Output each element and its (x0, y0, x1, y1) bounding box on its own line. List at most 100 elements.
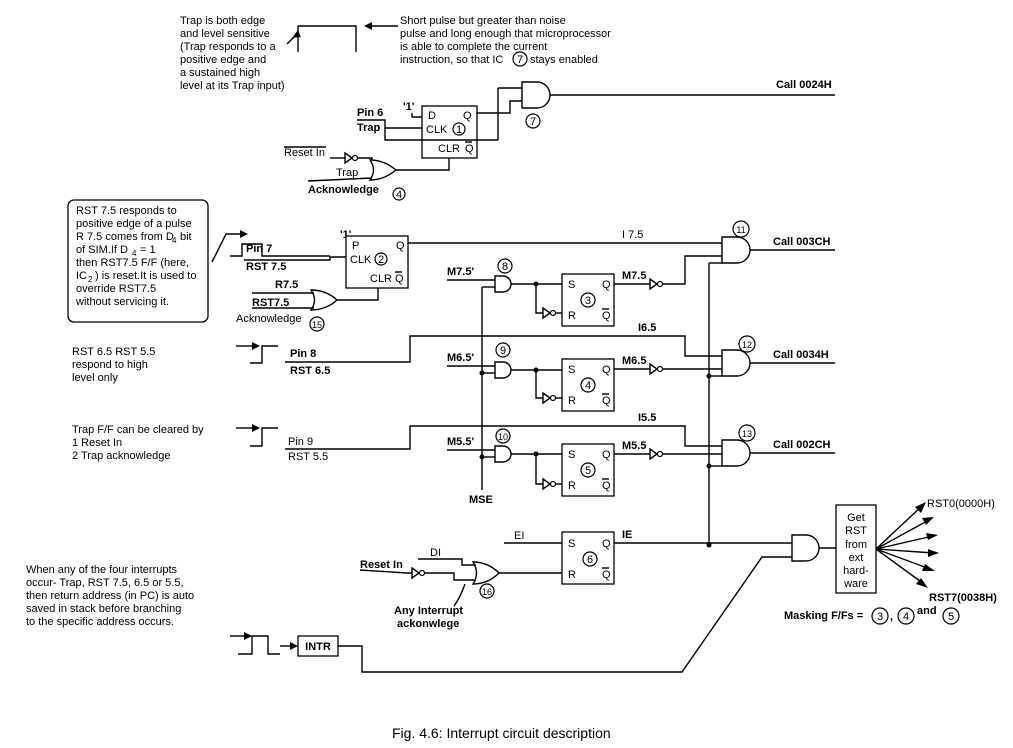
note-rst-high: RST 6.5 RST 5.5 respond to high level on… (72, 346, 155, 384)
i65-label: I6.5 (638, 322, 656, 334)
intr-label: INTR (305, 641, 331, 653)
ff-pin: CLR (438, 143, 460, 155)
and-gate-13 (721, 439, 751, 467)
ic-number: 10 (498, 432, 508, 442)
note-line: Trap is both edge (180, 15, 265, 27)
note-line: (Trap responds to a (180, 41, 276, 53)
and-word: and (917, 605, 937, 617)
pin7-label: Pin 7 (246, 243, 272, 255)
trap-flipflop (421, 105, 478, 159)
reset-in-label: Reset In (360, 559, 403, 571)
and-gate-12-group: 12 Call 0034H (721, 335, 835, 377)
trap-section: Pin 6 Trap '1' D Q CLK 1 CLR Q 7 Call 00… (284, 79, 835, 201)
ff-pin: Q (463, 110, 472, 122)
ff-pin: Q (602, 480, 611, 492)
note-line: then return address (in PC) is auto (26, 590, 194, 602)
rst7-label: RST7(0038H) (929, 592, 997, 604)
rst75-label: RST 7.5 (246, 261, 286, 273)
r75-label: R7.5 (275, 279, 298, 291)
note-line: instruction, so that IC (400, 54, 503, 66)
intr-section: INTR (230, 556, 792, 673)
ic-number: 15 (312, 320, 322, 330)
get-rst-box (835, 504, 877, 594)
ic-number: 5 (948, 611, 954, 623)
note-auto-saved: When any of the four interrupts occur- T… (26, 564, 194, 628)
ic-number: 12 (742, 340, 752, 350)
ic-number: 4 (903, 611, 909, 623)
masking-legend: Masking F/Fs = 3 , 4 and 5 (784, 605, 960, 625)
ie-section: EI S Q 6 R Q IE DI Reset In 16 Any Inter… (359, 529, 792, 630)
ic-number: 7 (517, 54, 523, 66)
note-line: without servicing it. (75, 296, 169, 308)
note-line: RST 7.5 responds to (76, 205, 177, 217)
note-line: 1 Reset In (72, 437, 122, 449)
note-line: a sustained high (180, 67, 260, 79)
note-line: is able to complete the current (400, 41, 547, 53)
di-label: DI (430, 547, 441, 559)
ff-pin: CLR (370, 273, 392, 285)
note-line: positive edge of a pulse (76, 218, 192, 230)
or-gate-16 (471, 561, 500, 585)
i75-label: I 7.5 (622, 229, 643, 241)
subscript: 2 (88, 275, 93, 284)
note-rst75: RST 7.5 responds to positive edge of a p… (67, 199, 248, 323)
acknowledge-label: Acknowledge (236, 313, 301, 325)
subscript: 4 (132, 249, 137, 258)
get-rst-line: RST (845, 525, 867, 537)
note-line: level only (72, 372, 118, 384)
pin9-label: Pin 9 (288, 436, 313, 448)
ic-number: 16 (482, 587, 492, 597)
reset-in-label: Reset In (284, 147, 325, 159)
note-line: ) is reset.It is used to (95, 270, 196, 282)
ff-pin: S (568, 364, 575, 376)
ic-number: 13 (742, 429, 752, 439)
comma: , (890, 611, 893, 623)
ff-pin: CLK (426, 124, 448, 136)
get-rst-line: Get (847, 512, 865, 524)
ff-pin: S (568, 449, 575, 461)
note-line: Short pulse but greater than noise (400, 15, 566, 27)
mse-label: MSE (469, 494, 493, 506)
call-0024h: Call 0024H (776, 79, 832, 91)
and-gate-10 (494, 445, 512, 463)
rst65-label: RST 6.5 (290, 365, 330, 377)
ff-pin: Q (602, 279, 611, 291)
and-gate-12 (721, 349, 751, 377)
get-rst-line: ware (843, 578, 868, 590)
acknowledge-label: ackonwlege (397, 618, 459, 630)
ic-number: 8 (502, 261, 508, 273)
note-line: R 7.5 comes from D (76, 231, 174, 243)
ff-pin: R (568, 310, 576, 322)
m55-label: M5.5 (622, 440, 646, 452)
ff-pin: Q (602, 538, 611, 550)
subscript: 4 (172, 236, 177, 245)
ff-pin: Q (602, 395, 611, 407)
rst65-input: Pin 8 RST 6.5 I6.5 (236, 322, 722, 377)
i55-label: I5.5 (638, 412, 656, 424)
m55p-label: M5.5' (447, 436, 474, 448)
note-line: of SIM.If D (76, 244, 128, 256)
or-gate-4 (368, 159, 398, 181)
note-line: Trap F/F can be cleared by (72, 424, 204, 436)
one-label: '1' (403, 101, 415, 113)
any-interrupt-label: Any Interrupt (394, 605, 463, 617)
ic-number: 4 (585, 380, 591, 392)
ic-number: 11 (736, 225, 745, 235)
m65-label: M6.5 (622, 355, 646, 367)
ie-bus (706, 262, 722, 548)
ic-number: 5 (585, 465, 591, 477)
note-short-pulse: Short pulse but greater than noise pulse… (400, 15, 611, 67)
masking-label: Masking F/Fs = (784, 610, 863, 622)
ff-pin: S (568, 538, 575, 550)
ic-number: 3 (585, 295, 591, 307)
get-rst-line: ext (849, 552, 864, 564)
ic-number: 7 (530, 116, 536, 128)
ei-label: EI (514, 530, 524, 542)
and-gate-9 (494, 361, 512, 379)
figure-caption: Fig. 4.6: Interrupt circuit description (392, 725, 611, 741)
ff-pin: Q (602, 310, 611, 322)
rst0-label: RST0(0000H) (927, 498, 995, 510)
get-rst-line: hard- (843, 565, 869, 577)
mse-bus: MSE (469, 287, 493, 506)
